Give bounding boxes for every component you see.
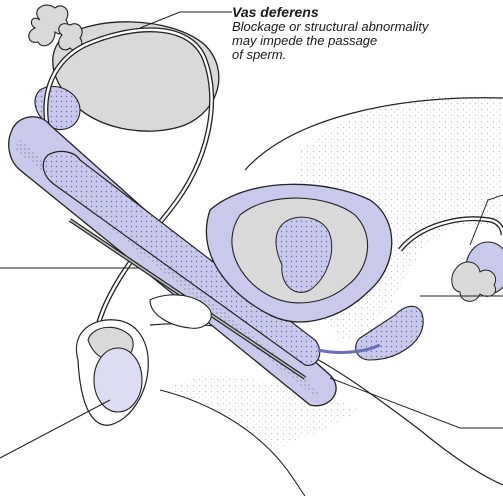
left-lower-leader-line (0, 400, 110, 458)
callout-title: Vas deferens (232, 5, 500, 19)
seminal-vesicle (29, 5, 82, 50)
callout-description: Blockage or structural abnormality may i… (232, 20, 500, 62)
right-lower-leader-line (330, 378, 503, 428)
vas-deferens-callout: Vas deferens Blockage or structural abno… (232, 5, 500, 62)
testis (94, 348, 142, 412)
